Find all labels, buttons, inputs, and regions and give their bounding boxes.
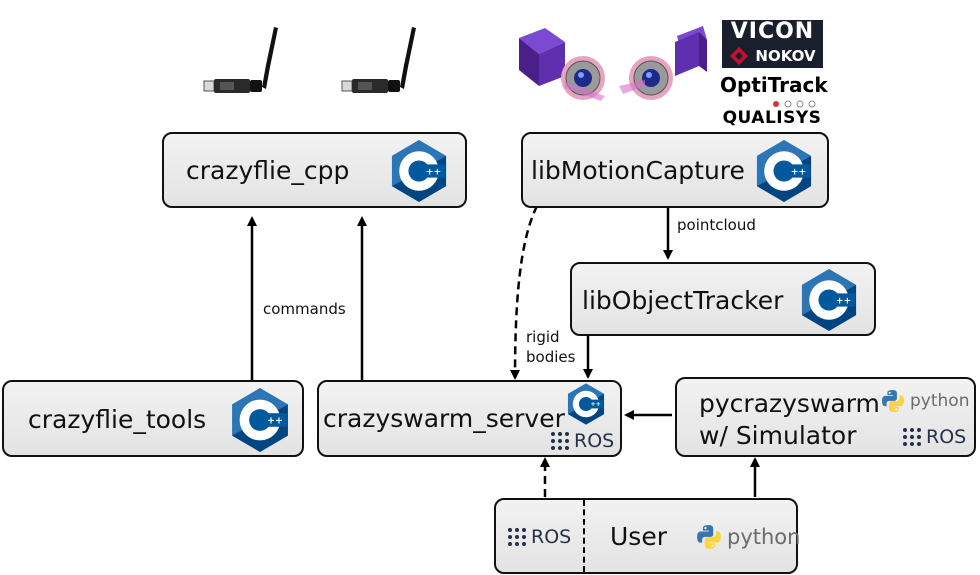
- python-icon: [882, 390, 904, 412]
- cpp-icon: ++: [567, 383, 605, 425]
- mocap-camera-icon: [619, 26, 707, 100]
- user-label: User: [610, 522, 667, 551]
- ros-logo: ROS: [903, 426, 966, 448]
- python-wordmark: python: [910, 391, 970, 411]
- optitrack-logo: OptiTrack: [720, 73, 828, 97]
- python-logo: python: [696, 524, 800, 550]
- radio-dongle-icon: [203, 27, 278, 93]
- svg-text:++: ++: [267, 415, 283, 426]
- qualisys-dots-icon: [773, 100, 816, 108]
- ros-wordmark: ROS: [531, 526, 572, 548]
- cpp-icon: ++: [756, 139, 812, 203]
- libmotioncapture-node: libMotionCapture ++: [521, 132, 829, 208]
- ros-wordmark: ROS: [574, 430, 615, 452]
- bodies-label: bodies: [526, 348, 576, 366]
- vicon-logo: VICON: [722, 20, 823, 44]
- python-icon: [697, 525, 721, 549]
- python-wordmark: python: [727, 525, 801, 549]
- nokov-wordmark: NOKOV: [755, 47, 816, 65]
- libobjecttracker-node: libObjectTracker ++: [570, 262, 876, 336]
- radio-dongle-icon: [341, 27, 416, 93]
- mocap-camera-icon: [519, 28, 605, 101]
- crazyflie-cpp-label: crazyflie_cpp: [186, 156, 350, 185]
- simulator-label: w/ Simulator: [699, 421, 857, 450]
- libmotioncapture-label: libMotionCapture: [531, 156, 745, 185]
- user-divider: [583, 500, 585, 572]
- pycrazyswarm-node: pycrazyswarm w/ Simulator python ROS: [675, 377, 976, 457]
- crazyswarm-server-label: crazyswarm_server: [323, 404, 565, 433]
- python-logo: python: [881, 389, 969, 413]
- ros-logo: ROS: [551, 430, 614, 452]
- crazyswarm-server-node: crazyswarm_server ++ ROS: [317, 380, 622, 457]
- user-node: ROS User python: [494, 498, 800, 574]
- svg-text:++: ++: [591, 401, 601, 408]
- edge-mocap-to-server-rigid-bodies: [510, 205, 539, 380]
- nokov-logo: NOKOV: [722, 44, 823, 68]
- crazyflie-tools-label: crazyflie_tools: [28, 405, 207, 434]
- crazyflie-cpp-node: crazyflie_cpp ++: [162, 132, 467, 208]
- cpp-icon: ++: [232, 388, 288, 452]
- cpp-icon: ++: [801, 268, 857, 332]
- rigid-label: rigid: [526, 328, 560, 346]
- cpp-icon: ++: [391, 139, 447, 203]
- ros-logo: ROS: [508, 526, 571, 548]
- qualisys-logo: QUALISYS: [722, 108, 822, 128]
- ros-wordmark: ROS: [926, 426, 967, 448]
- commands-label: commands: [263, 300, 346, 318]
- libobjecttracker-label: libObjectTracker: [582, 286, 784, 315]
- pointcloud-label: pointcloud: [677, 216, 756, 234]
- svg-text:++: ++: [836, 295, 851, 306]
- svg-text:++: ++: [426, 166, 441, 177]
- pycrazyswarm-label: pycrazyswarm: [699, 389, 880, 418]
- svg-text:++: ++: [791, 166, 806, 177]
- nokov-emblem-icon: [730, 47, 749, 65]
- crazyflie-tools-node: crazyflie_tools ++: [2, 380, 304, 457]
